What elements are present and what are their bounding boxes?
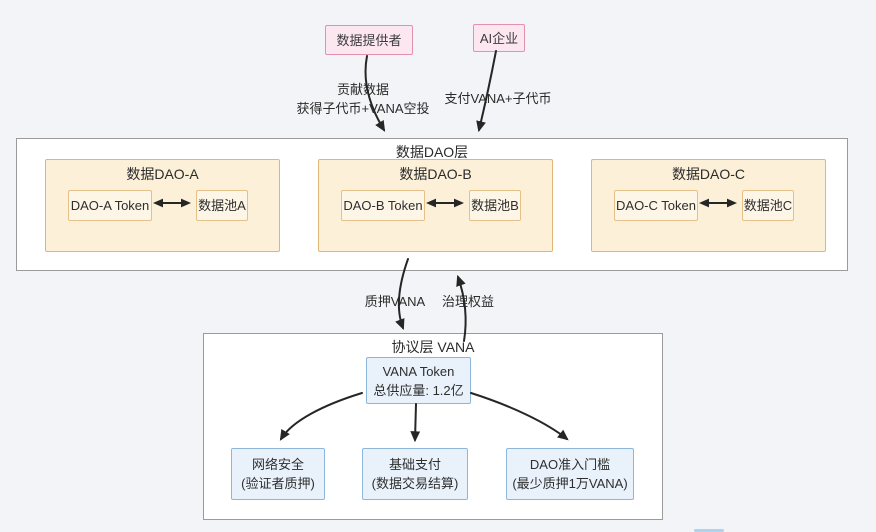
dao-b-pool-box: 数据池B [469,190,521,221]
dao-a-title: 数据DAO-A [126,166,199,182]
dao-c-pool-box: 数据池C [742,190,794,221]
dao-a-token-box: DAO-A Token [68,190,152,221]
decorative-blue-sliver [694,529,724,532]
contribute-edge-label-line2: 获得子代币+VANA空投 [296,101,430,116]
contribute-edge-label: 贡献数据 获得子代币+VANA空投 [288,80,438,118]
vana-token-name: VANA Token [382,363,455,379]
stake-edge-label: 质押VANA [364,294,426,309]
ai-company-node: AI企业 [473,24,525,52]
vana-token-box: VANA Token 总供应量: 1.2亿 [366,357,471,404]
contribute-edge-label-line1: 贡献数据 [336,82,389,97]
governance-edge-label: 治理权益 [441,294,494,309]
base-payment-subtitle: (数据交易结算) [371,476,459,491]
dao-a-pool-box: 数据池A [196,190,248,221]
network-security-box: 网络安全 (验证者质押) [231,448,325,500]
network-security-subtitle: (验证者质押) [241,476,315,491]
network-security-title: 网络安全 [251,457,304,472]
dao-c-box: 数据DAO-C DAO-C Token 数据池C [591,159,826,252]
dao-c-token-box: DAO-C Token [614,190,698,221]
dao-layer-container: 数据DAO层 数据DAO-A DAO-A Token 数据池A 数据DAO-B … [16,138,848,271]
dao-entry-threshold-subtitle: (最少质押1万VANA) [512,476,628,491]
data-provider-node: 数据提供者 [325,25,413,55]
dao-b-token-box: DAO-B Token [341,190,425,221]
base-payment-box: 基础支付 (数据交易结算) [362,448,468,500]
dao-a-box: 数据DAO-A DAO-A Token 数据池A [45,159,280,252]
base-payment-title: 基础支付 [388,457,441,472]
dao-entry-threshold-box: DAO准入门槛 (最少质押1万VANA) [506,448,634,500]
dao-layer-title: 数据DAO层 [395,144,469,160]
protocol-layer-title: 协议层 VANA [391,339,475,355]
vana-token-supply: 总供应量: 1.2亿 [373,382,464,398]
pay-edge-label: 支付VANA+子代币 [444,91,552,106]
dao-c-title: 数据DAO-C [671,166,746,182]
protocol-layer-container: 协议层 VANA VANA Token 总供应量: 1.2亿 网络安全 (验证者… [203,333,663,520]
dao-b-box: 数据DAO-B DAO-B Token 数据池B [318,159,553,252]
dao-b-title: 数据DAO-B [399,166,472,182]
dao-entry-threshold-title: DAO准入门槛 [529,457,611,472]
